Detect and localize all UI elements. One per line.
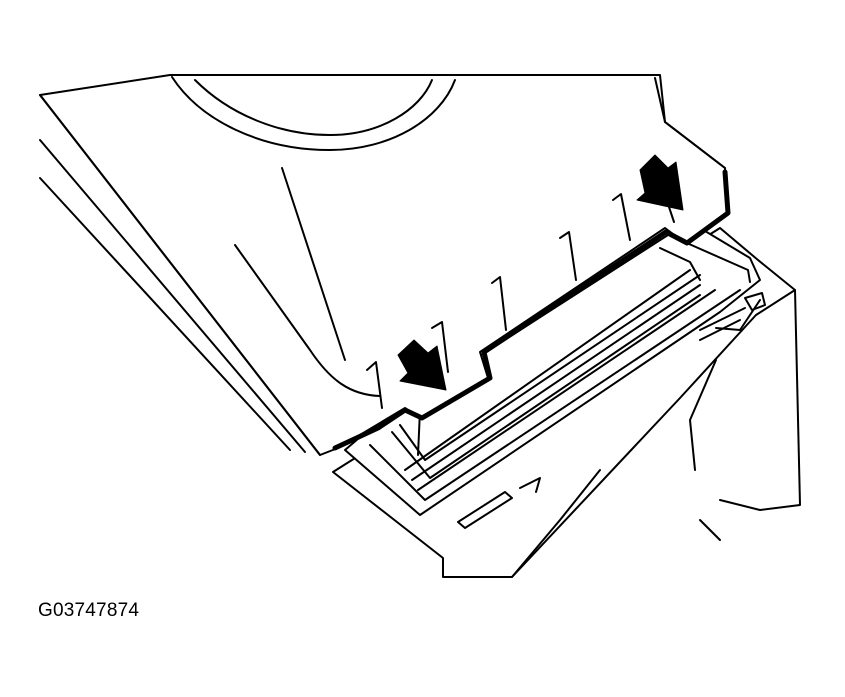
- upper-cover: [39, 74, 731, 456]
- upper-right-arrow: [636, 154, 684, 211]
- lower-left-arrow: [397, 339, 447, 391]
- arrows: [397, 154, 684, 391]
- figure-id-label: G03747874: [38, 600, 140, 621]
